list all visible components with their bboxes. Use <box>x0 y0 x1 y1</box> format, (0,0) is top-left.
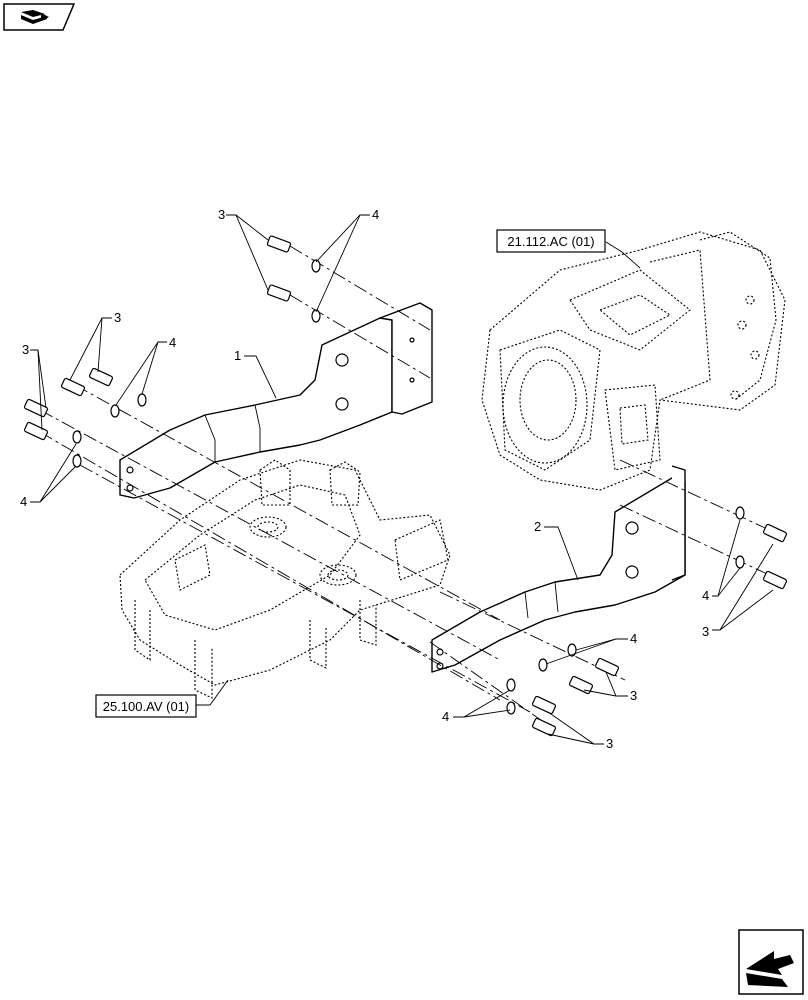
callout-washer: 4 <box>169 335 176 350</box>
reference-front-axle-support[interactable]: 25.100.AV (01) <box>95 694 197 718</box>
callout-bolt: 3 <box>218 207 225 222</box>
callout-washer: 4 <box>20 494 27 509</box>
next-page-arrow-icon <box>738 929 804 995</box>
callout-bolt: 3 <box>630 688 637 703</box>
callout-washer: 4 <box>630 631 637 646</box>
top-nav-button[interactable] <box>3 3 76 31</box>
callout-bolt: 3 <box>22 342 29 357</box>
callout-washer: 4 <box>442 709 449 724</box>
callout-left-bracket: 1 <box>234 348 241 363</box>
callout-bolt: 3 <box>606 736 613 751</box>
callout-bolt: 3 <box>114 310 121 325</box>
callout-washer: 4 <box>372 207 379 222</box>
reference-transmission-label: 21.112.AC (01) <box>507 234 594 249</box>
bottom-nav-button[interactable] <box>738 929 804 995</box>
left-bracket-part <box>119 302 433 499</box>
transmission-housing <box>481 231 786 491</box>
right-bracket-part <box>431 465 686 673</box>
callout-bolt: 3 <box>702 624 709 639</box>
callout-labels: 3 4 3 4 3 4 1 2 4 3 4 3 4 3 <box>20 207 709 751</box>
callout-washer: 4 <box>702 588 709 603</box>
callout-leaders <box>30 214 774 745</box>
reference-front-axle-support-label: 25.100.AV (01) <box>103 699 189 714</box>
front-axle-support <box>119 459 451 699</box>
callout-right-bracket: 2 <box>534 519 541 534</box>
book-arrow-icon <box>3 3 76 31</box>
reference-transmission[interactable]: 21.112.AC (01) <box>496 229 606 253</box>
fasteners <box>23 235 788 737</box>
alignment-axes <box>39 245 781 731</box>
